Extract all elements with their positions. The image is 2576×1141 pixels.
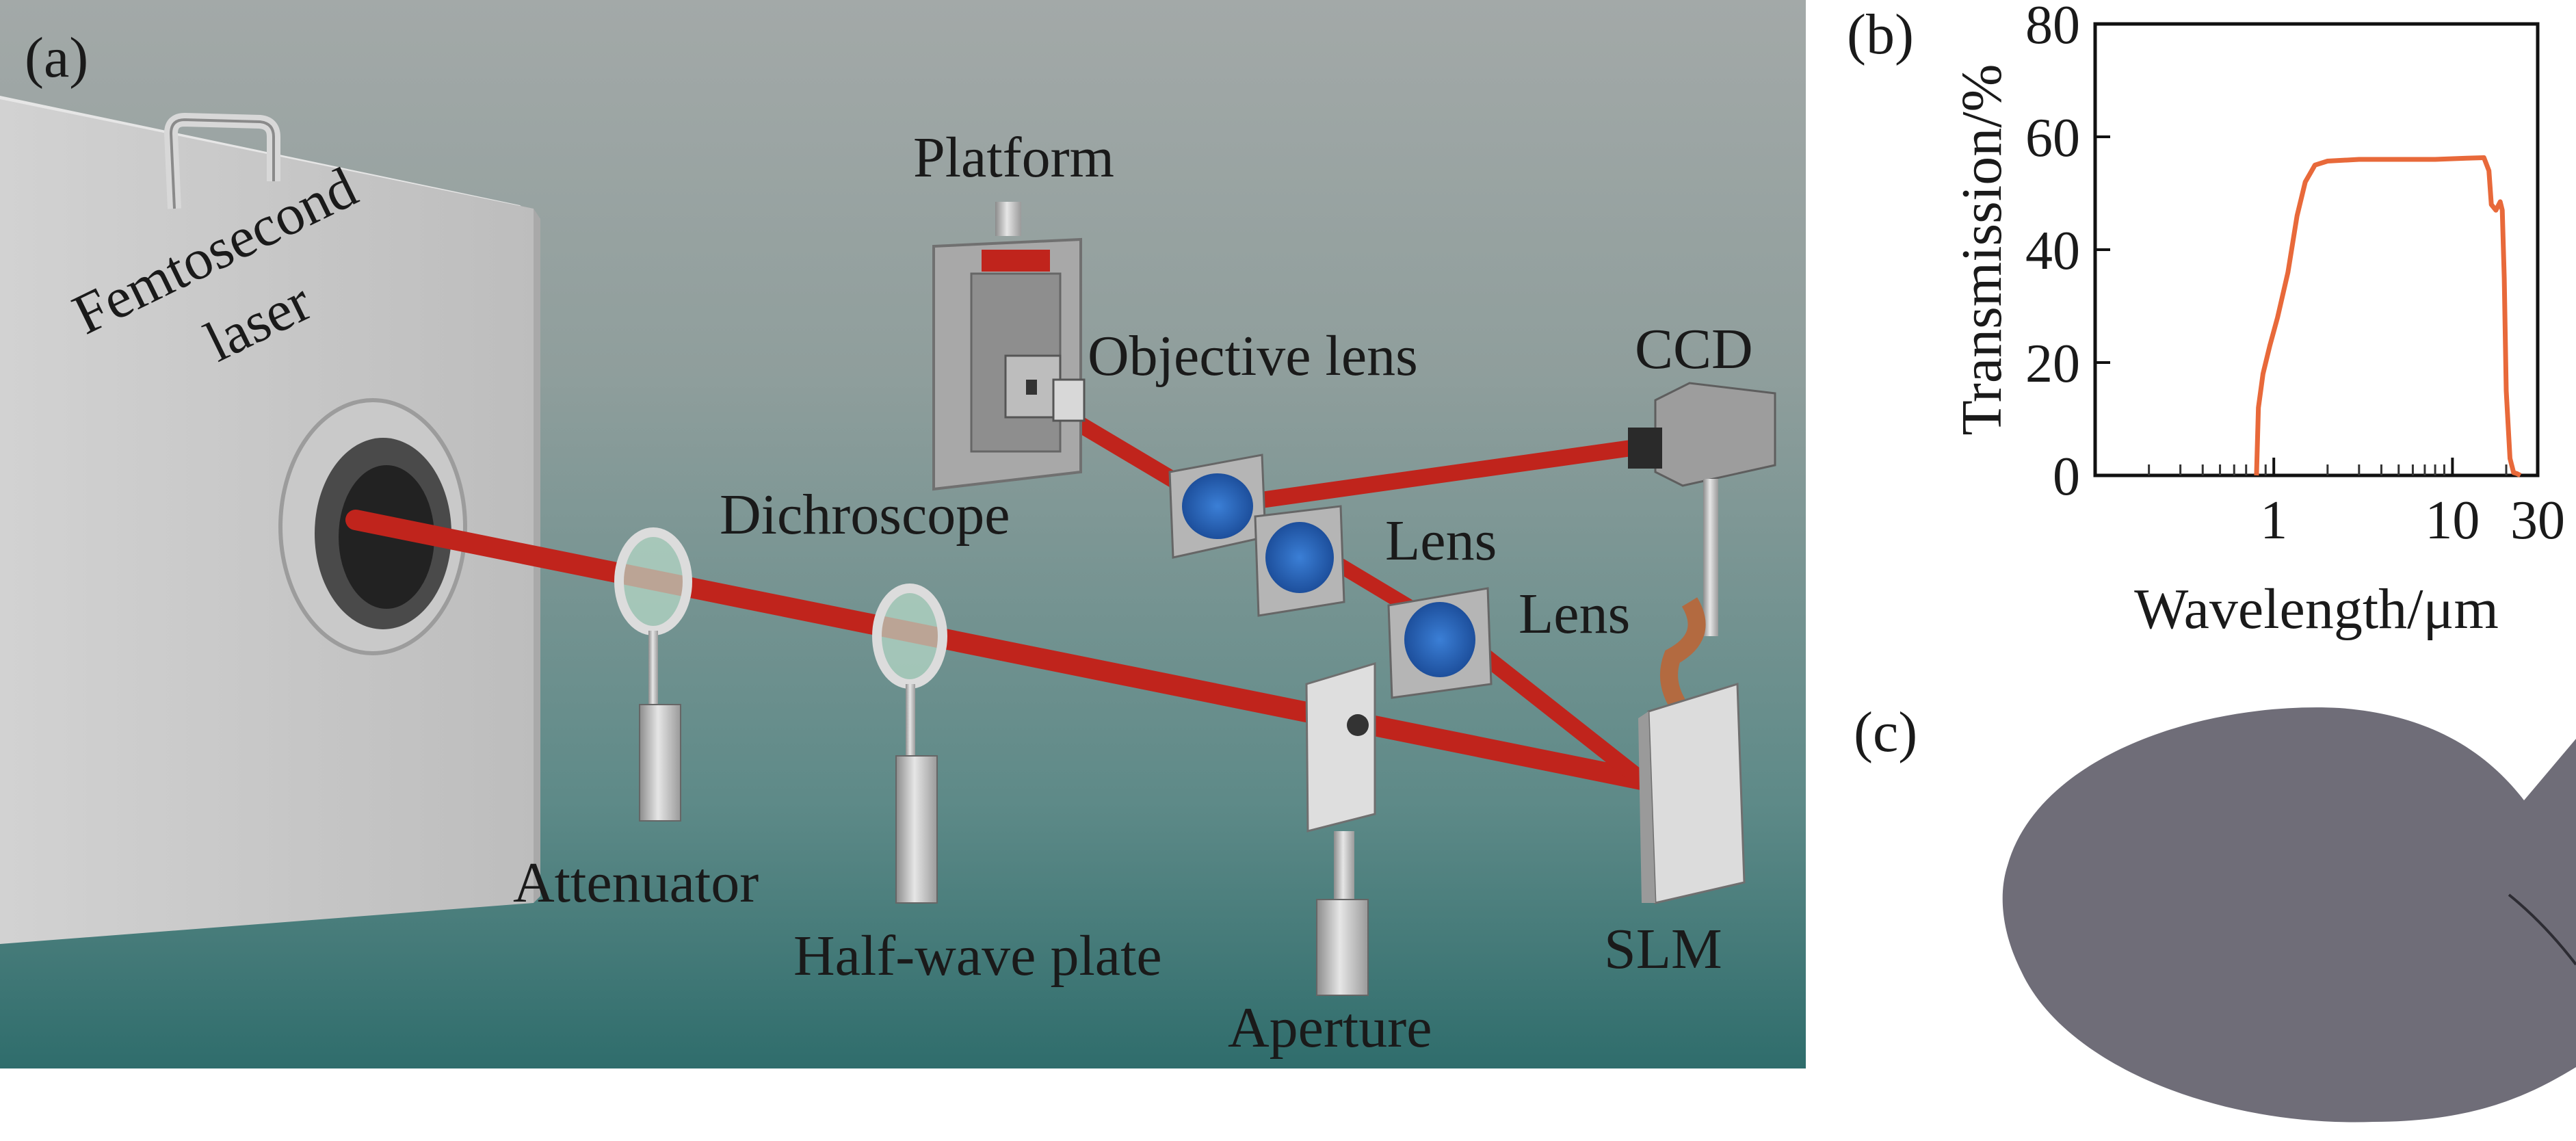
- x-axis-ticks: 1 10 30: [2148, 458, 2565, 551]
- label-ccd: CCD: [1635, 317, 1753, 381]
- slm-cable: [1660, 597, 1706, 717]
- y-axis-ticks: 0 20 40 60 80: [2025, 0, 2110, 507]
- half-wave-plate-rod: [906, 684, 915, 759]
- label-half-wave-plate: Half-wave plate: [793, 924, 1162, 988]
- label-platform: Platform: [913, 126, 1114, 189]
- lens-2-mount: [1387, 587, 1493, 699]
- aperture-post: [1334, 831, 1354, 900]
- attenuator-post: [639, 704, 681, 822]
- aperture-plate: [1305, 661, 1376, 832]
- ccd-lens: [1628, 428, 1662, 469]
- sample-wafer: [2002, 707, 2576, 1123]
- platform-red-bar: [982, 250, 1050, 272]
- label-lens-1: Lens: [1385, 509, 1497, 573]
- beam-slm-to-lens2: [1456, 631, 1650, 788]
- laser-port-inner: [339, 465, 434, 609]
- ccd-post: [1703, 479, 1718, 636]
- x-tick-label: 1: [2260, 490, 2287, 551]
- y-tick-label: 20: [2025, 334, 2080, 394]
- lens-1-mount: [1254, 505, 1345, 617]
- y-tick-label: 80: [2025, 0, 2080, 55]
- label-objective-lens: Objective lens: [1088, 324, 1418, 388]
- slm-edge: [1638, 711, 1655, 903]
- x-tick-label: 10: [2425, 490, 2480, 551]
- attenuator-rod: [648, 631, 658, 706]
- objective-lens-barrel: [1052, 378, 1086, 422]
- transmission-curve: [2254, 155, 2522, 478]
- y-axis-label: Transmission/%: [1950, 64, 2014, 435]
- dichroscope-mount: [1168, 454, 1267, 559]
- beam-laser-to-slm: [345, 510, 1652, 790]
- aperture-assembly: [1305, 661, 1376, 996]
- panel-c-tag: (c): [1854, 700, 1917, 764]
- lens-1-optic: [1265, 522, 1334, 593]
- panel-b-chart: (b) 0 20 40 60 80 1 10 30 Transmission/% Wavel…: [1847, 0, 2565, 641]
- lens-2-optic: [1404, 602, 1475, 677]
- laser-handle-outline: [169, 118, 275, 209]
- dichroscope-optic: [1182, 473, 1253, 539]
- sample-edge-line: [2508, 893, 2576, 966]
- panel-c: (c): [1854, 700, 2576, 1123]
- panel-a-tag: (a): [25, 26, 88, 90]
- beam-dichroscope-to-ccd: [1209, 436, 1664, 514]
- x-axis-label: Wavelength/μm: [2134, 577, 2499, 641]
- x-tick-label: 30: [2510, 490, 2565, 551]
- platform-knob: [995, 202, 1021, 236]
- slm-assembly: [1638, 597, 1746, 904]
- laser-side-face: [0, 99, 534, 944]
- platform-assembly: [932, 202, 1086, 491]
- label-slm: SLM: [1604, 917, 1722, 981]
- half-wave-plate-assembly: [872, 583, 947, 904]
- laser-beams: [345, 412, 1664, 790]
- label-lens-2: Lens: [1519, 582, 1630, 646]
- slm-panel: [1647, 682, 1746, 904]
- attenuator-assembly: [614, 527, 692, 822]
- y-tick-label: 40: [2025, 221, 2080, 281]
- panel-a: (a) Femtosecond laser Platform Objective…: [0, 0, 1806, 1068]
- aperture-post-holder: [1316, 899, 1369, 996]
- panel-b-tag: (b): [1847, 3, 1914, 66]
- y-tick-label: 0: [2053, 447, 2080, 507]
- label-aperture: Aperture: [1228, 996, 1432, 1060]
- objective-lens-port: [1026, 380, 1037, 395]
- label-attenuator: Attenuator: [513, 851, 759, 915]
- ccd-body: [1654, 382, 1776, 487]
- half-wave-plate-post: [895, 755, 938, 904]
- y-tick-label: 60: [2025, 108, 2080, 168]
- half-wave-plate-optic: [872, 583, 947, 689]
- attenuator-optic: [614, 527, 692, 635]
- label-dichroscope: Dichroscope: [720, 483, 1010, 547]
- plot-frame: [2093, 22, 2540, 477]
- ccd-assembly: [1628, 382, 1776, 636]
- aperture-hole: [1347, 714, 1369, 736]
